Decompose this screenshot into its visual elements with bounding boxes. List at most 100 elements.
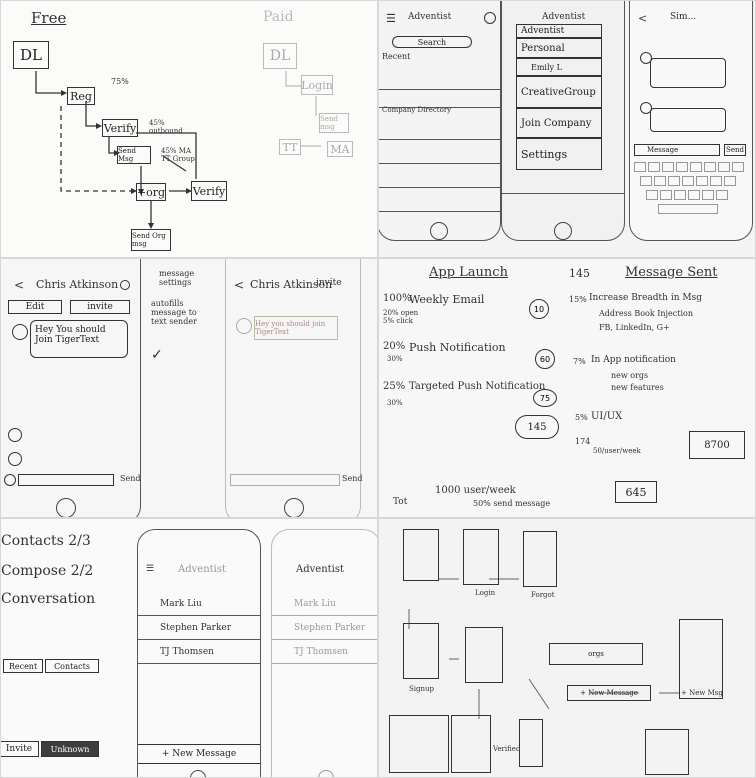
chat-bubble-2-text: Hey you should join TigerText xyxy=(255,320,326,336)
contact-name: TJ Thomsen xyxy=(160,646,214,657)
contact-row[interactable]: TJ Thomsen xyxy=(272,640,377,664)
contact-row[interactable] xyxy=(379,188,500,212)
contact-row[interactable]: Mark Liu xyxy=(138,592,260,616)
home-button[interactable] xyxy=(56,498,76,517)
result-box: 645 xyxy=(615,481,657,503)
send-label[interactable]: Send xyxy=(342,474,363,483)
menu-item-settings[interactable]: Settings xyxy=(516,138,602,170)
sketch-label-forgot: Forgot xyxy=(531,591,555,599)
back-icon[interactable]: < xyxy=(14,278,25,292)
conversation-title: Sim... xyxy=(670,12,697,22)
phone-contacts-list: ☰ Adventist Mark Liu Stephen Parker TJ T… xyxy=(137,529,261,777)
bottom-tab-unknown[interactable]: Unknown xyxy=(41,741,99,757)
right-1-sub-1: Address Book Injection xyxy=(599,309,693,318)
node-verify: Verify xyxy=(102,119,138,137)
item-3-bubble-text: 75 xyxy=(539,393,551,403)
sketch-button: + New Message xyxy=(567,685,651,701)
tab-contacts[interactable]: Contacts xyxy=(45,659,99,673)
contact-row[interactable] xyxy=(502,170,624,194)
compose-input[interactable]: Message xyxy=(634,144,720,156)
add-icon[interactable] xyxy=(4,474,16,486)
total-label: Tot xyxy=(393,497,408,507)
contact-row[interactable]: TJ Thomsen xyxy=(138,640,260,664)
message-input[interactable] xyxy=(230,474,340,486)
right-3-label: UI/UX xyxy=(591,411,623,422)
item-3-bubble: 75 xyxy=(533,389,557,407)
menu-icon[interactable]: ☰ xyxy=(386,12,396,25)
sent-count: 145 xyxy=(569,267,590,280)
free-label: Free xyxy=(31,9,67,27)
node-reg: Reg xyxy=(67,87,95,105)
storyboard-arrows xyxy=(408,578,679,719)
options-icon[interactable] xyxy=(120,280,130,290)
big-total-text: 8700 xyxy=(704,439,730,451)
footer-text-2: 50% send message xyxy=(473,499,551,508)
search-button[interactable]: Search xyxy=(392,36,472,48)
home-button[interactable] xyxy=(554,222,572,240)
home-button[interactable] xyxy=(318,770,334,777)
item-1-sub: 20% open 5% click xyxy=(383,309,419,325)
message-bubble xyxy=(650,58,726,88)
bottom-tab-invite[interactable]: Invite xyxy=(1,741,39,757)
contacts-title: Adventist xyxy=(408,12,452,22)
tab-recent[interactable]: Recent xyxy=(3,659,43,673)
item-1-pct: 100% xyxy=(383,293,412,304)
invite-label-2[interactable]: invite xyxy=(316,278,342,288)
invite-button[interactable]: invite xyxy=(70,300,130,314)
note-autofills: autofills message to text sender xyxy=(151,299,197,326)
sketch-screen xyxy=(463,529,499,585)
sketch-bar: orgs xyxy=(549,643,643,665)
check-icon: ✓ xyxy=(151,347,163,363)
chat-bubble-2: Hey you should join TigerText xyxy=(254,316,338,340)
edit-button[interactable]: Edit xyxy=(8,300,62,314)
list-item-3: Conversation xyxy=(1,591,96,607)
contact-row[interactable] xyxy=(379,164,500,188)
sketch-label-login: Login xyxy=(475,589,496,597)
contact-row[interactable]: Stephen Parker xyxy=(138,616,260,640)
item-2-pct: 20% xyxy=(383,341,406,352)
send-button[interactable]: Send xyxy=(724,144,746,156)
home-button[interactable] xyxy=(190,770,206,777)
avatar xyxy=(12,324,28,340)
big-total-box: 8700 xyxy=(689,431,745,459)
menu-title: Adventist xyxy=(542,12,586,22)
phone-title-2: Adventist xyxy=(296,564,344,575)
mic-icon[interactable] xyxy=(8,452,22,466)
flow-diagram-panel: Free Paid DL Reg 75% Verify 45% outbound… xyxy=(0,0,378,258)
contact-row[interactable] xyxy=(379,72,500,90)
camera-icon[interactable] xyxy=(8,428,22,442)
phone-menu: Adventist Adventist Personal Emily L Cre… xyxy=(501,1,625,241)
compose-panel: Contacts 2/3 Compose 2/2 Conversation Re… xyxy=(0,518,378,778)
contact-name: Stephen Parker xyxy=(160,622,232,633)
home-button[interactable] xyxy=(284,498,304,517)
menu-item-personal[interactable]: Personal xyxy=(516,38,602,58)
list-item-1: Contacts 2/3 xyxy=(1,533,91,549)
contact-row[interactable] xyxy=(379,90,500,108)
item-1-bubble: 10 xyxy=(529,299,549,319)
send-label[interactable]: Send xyxy=(120,474,141,483)
menu-item-emily[interactable]: Emily L xyxy=(516,58,602,76)
contact-row[interactable]: Stephen Parker xyxy=(272,616,377,640)
phone-chat-2: < Chris Atkinson invite Hey you should j… xyxy=(225,259,363,517)
back-icon[interactable]: < xyxy=(234,278,245,292)
contact-row[interactable] xyxy=(379,140,500,164)
users-sub: 174 xyxy=(575,437,591,446)
contact-row[interactable] xyxy=(379,116,500,140)
footer-text: 1000 user/week xyxy=(435,485,516,496)
back-icon[interactable]: < xyxy=(638,12,648,25)
menu-icon[interactable]: ☰ xyxy=(146,564,155,574)
node-send-org-msg: Send Org msg xyxy=(131,229,171,251)
add-icon[interactable] xyxy=(484,12,496,24)
keyboard[interactable] xyxy=(634,162,748,218)
contact-name: TJ Thomsen xyxy=(294,646,348,657)
recent-label: Recent xyxy=(382,52,411,61)
menu-item-join-company[interactable]: Join Company xyxy=(516,108,602,138)
message-input[interactable] xyxy=(18,474,114,486)
contact-row[interactable]: Mark Liu xyxy=(272,592,377,616)
sketch-screen xyxy=(403,529,439,581)
menu-item-creative-group[interactable]: CreativeGroup xyxy=(516,76,602,108)
phone-conversation: < Sim... Message Send xyxy=(629,1,753,241)
menu-item-adventist[interactable]: Adventist xyxy=(516,24,602,38)
home-button[interactable] xyxy=(430,222,448,240)
new-message-button[interactable]: + New Message xyxy=(138,744,260,764)
